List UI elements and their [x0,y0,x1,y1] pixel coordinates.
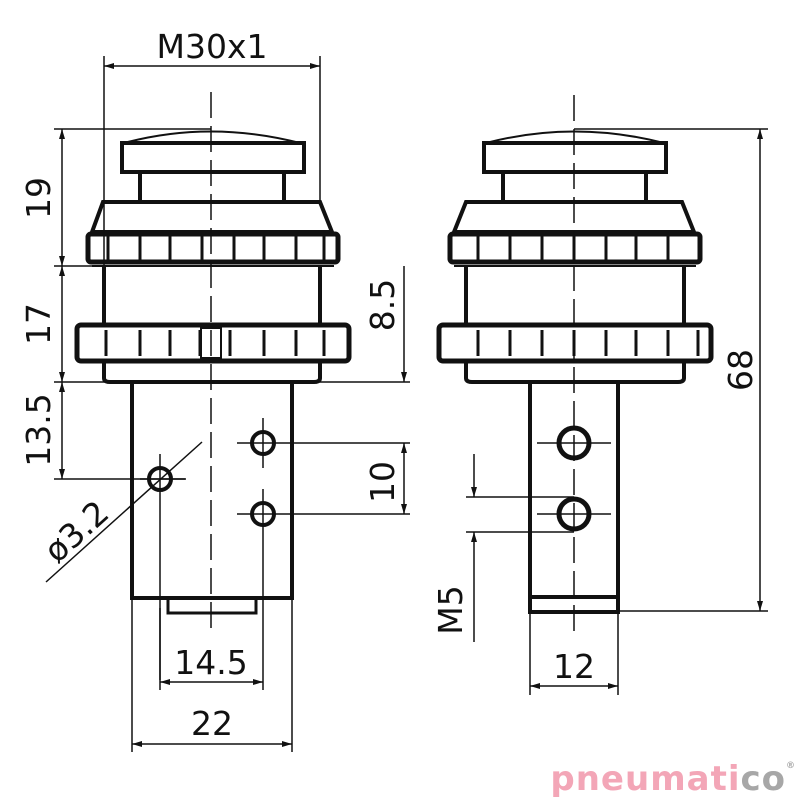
logo-main-text: pneumati [550,759,741,799]
dim-body-width: 22 [191,704,233,743]
dim-height-lower: 13.5 [19,393,58,466]
dim-hole-spacing: 10 [363,461,402,503]
side-view [436,95,714,632]
dim-hole-offset: 8.5 [363,279,402,331]
dim-thread: M30x1 [157,27,268,66]
dim-total-height: 68 [721,349,760,391]
dim-hole-diameter: ø3.2 [36,493,116,571]
brand-logo: pneumatico® [550,759,796,799]
dim-port-thread: M5 [431,585,470,634]
front-view [74,92,352,680]
dim-height-top: 19 [19,177,58,219]
logo-accent-text: co [740,759,786,799]
registered-mark: ® [786,761,796,771]
dim-side-width: 12 [553,647,595,686]
dim-inner-width: 14.5 [174,643,247,682]
side-dimensions [466,128,768,695]
front-dimensions [45,56,410,752]
side-dimension-labels: 68 M5 12 [431,349,760,686]
dim-height-mid: 17 [19,303,58,345]
